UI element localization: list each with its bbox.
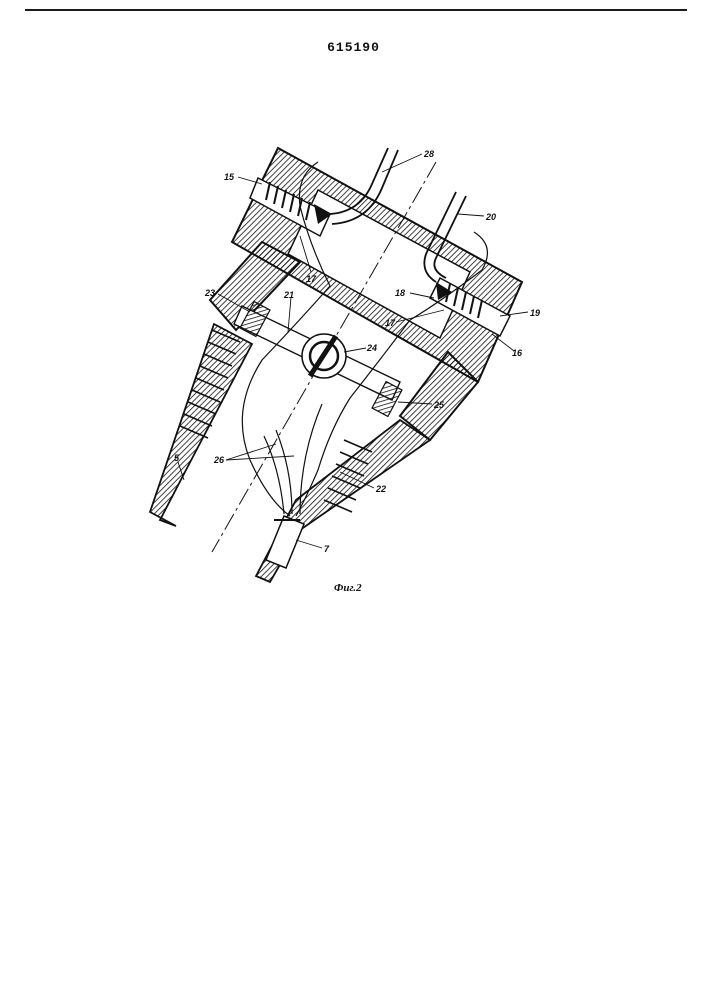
label-7: 7 (324, 544, 330, 554)
label-20: 20 (485, 212, 496, 222)
label-25: 25 (433, 400, 445, 410)
figure-caption: Фиг.2 (334, 582, 362, 594)
label-15: 15 (224, 172, 235, 182)
label-17-upper: 17 (306, 274, 317, 284)
label-28: 28 (423, 149, 434, 159)
label-26: 26 (213, 455, 225, 465)
label-24: 24 (366, 343, 377, 353)
label-19: 19 (530, 308, 540, 318)
label-21: 21 (283, 290, 294, 300)
label-22: 22 (375, 484, 386, 494)
label-18: 18 (395, 288, 405, 298)
label-16: 16 (512, 348, 523, 358)
pipe-7 (266, 516, 304, 568)
label-17-lower: 17 (385, 318, 396, 328)
label-23: 23 (204, 288, 215, 298)
